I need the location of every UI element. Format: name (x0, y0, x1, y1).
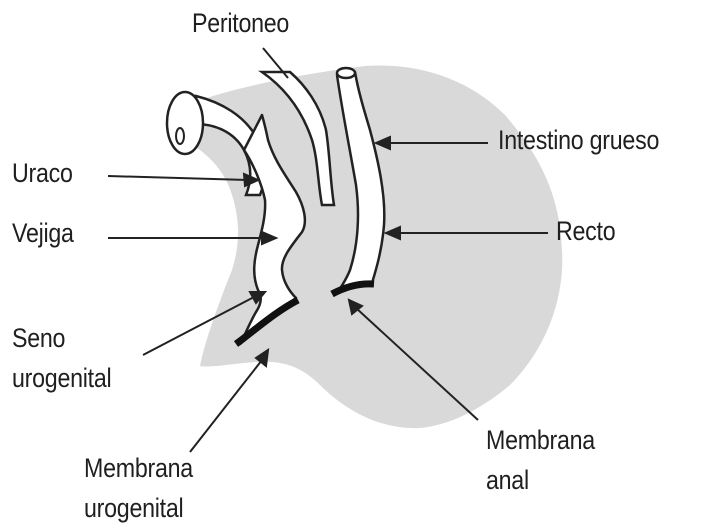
label-intestino-grueso: Intestino grueso (498, 127, 659, 154)
label-recto: Recto (556, 218, 615, 245)
label-peritoneo: Peritoneo (192, 10, 289, 37)
label-seno-line2: urogenital (12, 358, 111, 398)
label-membrana-anal-line1: Membrana (486, 420, 595, 460)
allantois-opening (167, 92, 203, 154)
label-membrana-urogenital-line2: urogenital (84, 488, 193, 528)
label-membrana-anal: Membrana anal (486, 420, 595, 500)
membrana-urogenital-leader (190, 360, 262, 452)
label-seno-line1: Seno (12, 318, 111, 358)
label-membrana-urogenital: Membrana urogenital (84, 448, 193, 528)
label-seno-urogenital: Seno urogenital (12, 318, 111, 398)
label-membrana-urogenital-line1: Membrana (84, 448, 193, 488)
intestine-opening (337, 68, 355, 78)
label-vejiga: Vejiga (12, 220, 74, 247)
label-membrana-anal-line2: anal (486, 460, 595, 500)
label-uraco: Uraco (12, 160, 73, 187)
